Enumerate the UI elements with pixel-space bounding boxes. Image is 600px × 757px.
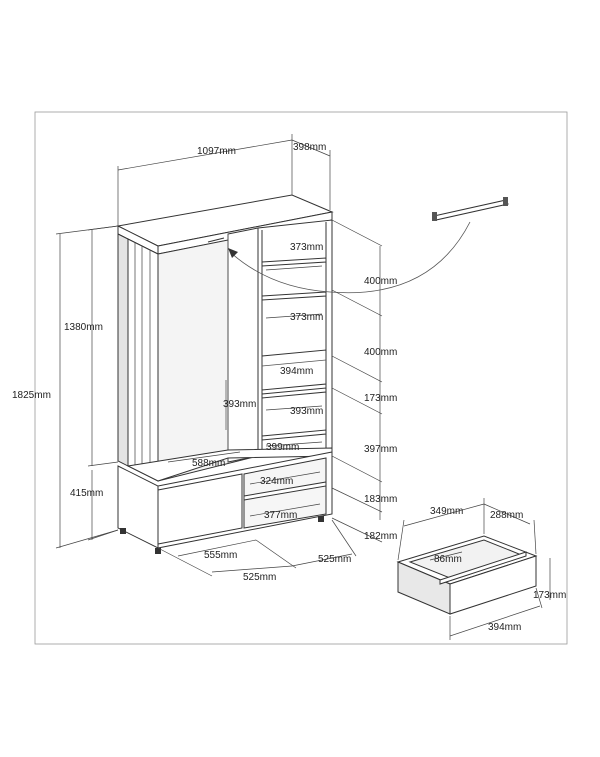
label-drawer-width: 394mm <box>488 622 521 633</box>
label-lower-gap: 397mm <box>364 444 397 455</box>
wardrobe <box>116 194 334 554</box>
label-drawer-width-front: 394mm <box>280 366 313 377</box>
label-shelf-gap-2: 400mm <box>364 347 397 358</box>
drawing-border <box>34 111 568 645</box>
label-drawer-gap: 173mm <box>364 393 397 404</box>
label-bottom-gap: 182mm <box>364 531 397 542</box>
label-base-width-left: 525mm <box>243 572 276 583</box>
label-shelf-depth-2: 373mm <box>290 312 323 323</box>
label-hang-width: 588mm <box>192 458 225 469</box>
label-shelf-gap-1: 400mm <box>364 276 397 287</box>
label-shelf-depth-3: 393mm <box>290 406 323 417</box>
label-depth: 398mm <box>293 142 326 153</box>
label-height-total: 1825mm <box>12 390 51 401</box>
label-height-lower: 415mm <box>70 488 103 499</box>
label-drawer-height: 173mm <box>533 590 566 601</box>
label-drawer-side: 288mm <box>490 510 523 521</box>
label-lower-gap-2: 183mm <box>364 494 397 505</box>
label-lower-shelf-width: 377mm <box>264 510 297 521</box>
label-height-upper: 1380mm <box>64 322 103 333</box>
label-hang-depth: 393mm <box>223 399 256 410</box>
label-lower-shelf-depth: 324mm <box>260 476 293 487</box>
label-drawer-depth: 349mm <box>430 506 463 517</box>
label-width-total: 1097mm <box>197 146 236 157</box>
label-shelf-depth-1: 373mm <box>290 242 323 253</box>
label-drawer-inner: 86mm <box>434 554 462 565</box>
hanging-rail-detail <box>432 197 509 221</box>
label-base-width-right: 525mm <box>318 554 351 565</box>
dimension-labels: 1097mm 398mm 1825mm 1380mm 415mm 373mm 3… <box>12 142 566 633</box>
drawer-detail <box>396 498 551 640</box>
label-door-width: 555mm <box>204 550 237 561</box>
label-inner-width-right: 399mm <box>266 442 299 453</box>
